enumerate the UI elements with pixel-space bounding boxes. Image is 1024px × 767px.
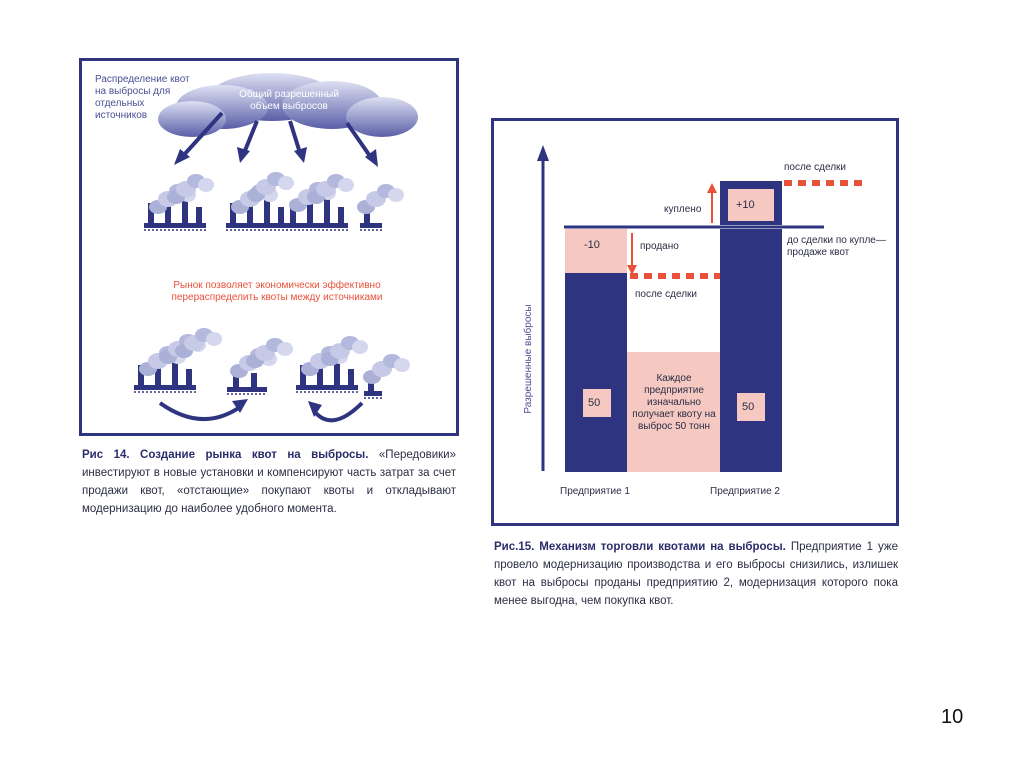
- caption-15-text: Предприятие 1 уже провело модернизацию п…: [494, 541, 898, 607]
- page-number: 10: [941, 706, 964, 728]
- distribution-label: Распределение квот на выбросы для отдель…: [95, 74, 190, 121]
- bought-label: куплено: [664, 204, 702, 215]
- y-axis-label: Разрешенные выбросы: [523, 304, 534, 414]
- figure-15-quota-trading: Разрешенные выбросы -10 +10 50 50 продан…: [491, 118, 899, 526]
- figure-14-illustration: [133, 73, 418, 423]
- value50-label-1: 50: [588, 397, 601, 409]
- y-axis-arrow: [537, 145, 549, 161]
- factory-top-1: [143, 174, 214, 231]
- factory-bottom-4: [363, 354, 410, 399]
- before-deal-label: до сделки по купле—продаже квот: [787, 235, 886, 258]
- enterprise-1-label: Предприятие 1: [560, 486, 630, 497]
- factory-bottom-1: [133, 328, 222, 393]
- value50-box-1: [583, 389, 611, 417]
- figure-15-caption: Рис.15. Механизм торговли квотами на выб…: [494, 538, 898, 610]
- figure-14-caption: Рис 14. Создание рынка квот на выбросы. …: [82, 446, 456, 518]
- figure-14-emissions-market: Распределение квот на выбросы для отдель…: [79, 58, 459, 436]
- factory-top-2: [225, 172, 294, 231]
- caption-14-text: «Передовики» инвестируют в новые установ…: [82, 449, 456, 515]
- value50-label-2: 50: [742, 401, 755, 413]
- caption-15-title: Рис.15. Механизм торговли квотами на выб…: [494, 541, 786, 553]
- cloud-label: Общий разрешенный объем выбросов: [239, 89, 339, 112]
- bought-arrowhead: [707, 183, 717, 193]
- factory-top-4: [357, 184, 404, 231]
- factory-bottom-3: [295, 336, 368, 393]
- factory-top-3: [285, 174, 354, 231]
- figure-15-illustration: [537, 145, 864, 472]
- market-label: Рынок позволяет экономически эффективно …: [171, 280, 383, 303]
- enterprise-2-bar: [720, 229, 782, 472]
- emissions-cloud: [158, 73, 418, 137]
- value50-box-2: [737, 393, 765, 421]
- trade-arrowhead-right: [232, 399, 248, 413]
- after-deal-label-1: после сделки: [635, 289, 698, 300]
- initial-quota-label: Каждое предприятие изначально получает к…: [632, 373, 716, 432]
- sold-arrowhead: [627, 265, 637, 275]
- trade-arrowhead-left: [308, 401, 322, 417]
- factory-bottom-2: [227, 338, 293, 395]
- bought-inner: [728, 189, 774, 221]
- trade-arrows: [158, 401, 364, 423]
- enterprise-2-label: Предприятие 2: [710, 486, 780, 497]
- distribution-arrows: [174, 111, 378, 167]
- after-deal-label-2: после сделки: [784, 162, 847, 173]
- minus10-label: -10: [584, 239, 600, 251]
- sold-label: продано: [640, 241, 679, 252]
- enterprise-1-sold-area: [565, 229, 627, 273]
- caption-14-title: Рис 14. Создание рынка квот на выбросы.: [82, 449, 369, 461]
- plus10-label: +10: [736, 199, 755, 211]
- initial-quota-area: [627, 352, 720, 472]
- enterprise-1-bar: [565, 273, 627, 472]
